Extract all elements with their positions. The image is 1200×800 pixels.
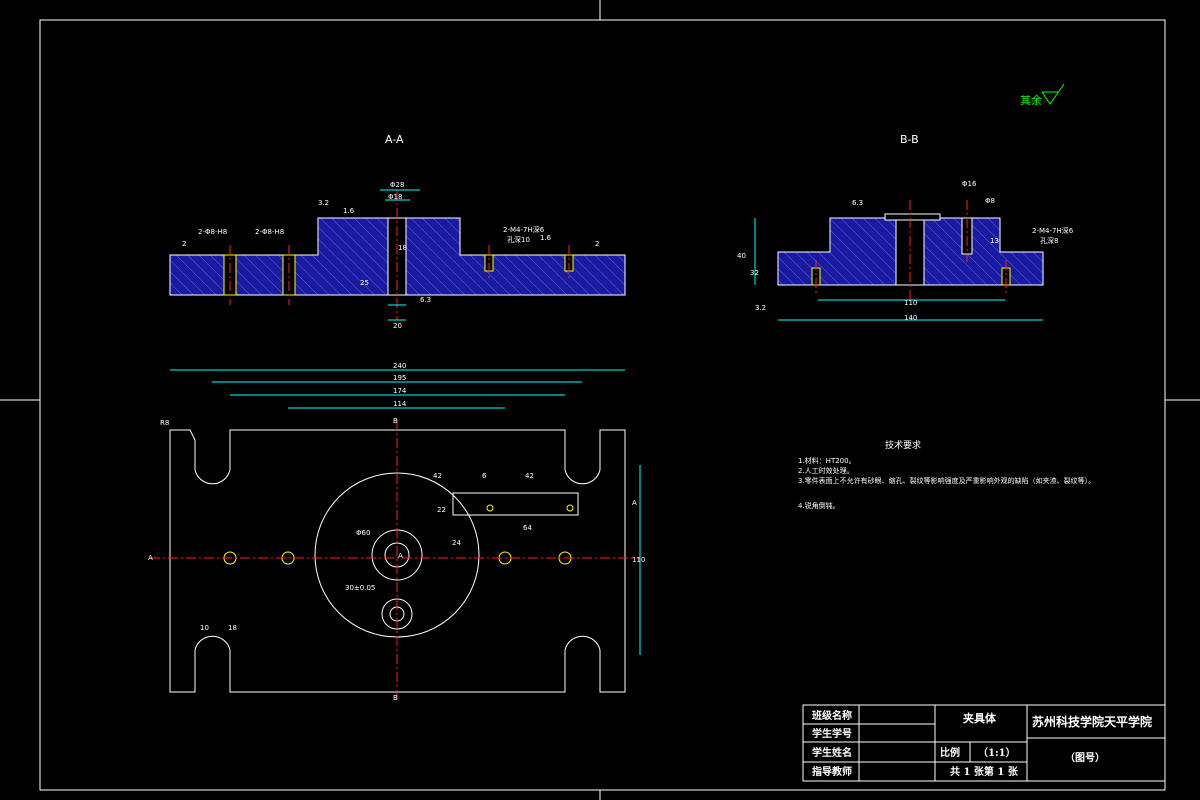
tech-item-3: 3.零件表面上不允许有砂眼、缩孔、裂纹等影响强度及严重影响外观的缺陷（如夹渣、裂… [798,476,1095,485]
dim-d140: 140 [904,314,917,322]
section-a-a: A-A Φ28 Φ18 3.2 1.6 1.6 6.3 2-Φ8-H8 2-Φ8… [169,133,626,330]
dim-phi16: Φ16 [962,180,977,188]
marker-b-bottom: B [393,694,398,702]
dim-d24: 24 [452,539,461,547]
dim-phi8: Φ8 [985,197,995,205]
dim-d32: 32 [750,269,759,277]
label-instructor: 指导教师 [812,765,852,778]
marker-a-left: A [148,554,153,562]
dim-d174: 174 [393,387,407,395]
roughness-label: 其余 [1020,93,1042,107]
tech-item-2: 2.人工时效处理。 [798,466,854,475]
dim-r63: 6.3 [420,296,431,304]
plan-view: 240 195 174 114 42 42 6 64 22 24 110 Φ60… [148,362,645,702]
scale-value: （1:1） [978,746,1016,759]
school-name: 苏州科技学院天平学院 [1032,714,1152,729]
dim-r32: 3.2 [318,199,329,207]
dim-thread2: 孔深8 [1040,236,1058,245]
section-b-label: B-B [900,133,919,146]
dim-d20: 20 [393,322,402,330]
dim-thread: 2-M4-7H深6 [1032,226,1074,235]
dim-d110: 110 [904,299,917,307]
dim-r63: 6.3 [852,199,863,207]
dim-d18: 18 [398,244,407,252]
dim-d30: 30±0.05 [345,584,375,592]
part-name: 夹具体 [963,711,997,725]
section-b-b: B-B Φ16 Φ8 6.3 2-M4-7H深6 孔深8 110 140 40 … [737,133,1074,322]
dim-hole1: 2-Φ8-H8 [198,228,227,236]
dim-phi28: Φ28 [390,181,404,189]
dim-d13: 13 [990,237,999,245]
dim-d25: 25 [360,279,369,287]
dim-d18: 18 [228,624,237,632]
tech-item-1: 1.材料：HT200。 [798,456,856,465]
sheet-count: 共 1 张第 1 张 [950,765,1019,778]
dim-phi60: Φ60 [356,529,370,537]
dim-d10: 10 [200,624,209,632]
roughness-note: 其余 [1020,83,1065,107]
dim-d195: 195 [393,374,406,382]
section-a-label: A-A [385,133,404,146]
label-student-id: 学生学号 [812,727,852,740]
dim-phi18: Φ18 [388,193,402,201]
dim-d64: 64 [523,524,532,532]
dim-r16a: 1.6 [343,207,355,215]
dim-d22: 22 [437,506,446,514]
dim-thread2: 孔深10 [507,235,530,244]
label-class: 班级名称 [812,709,852,722]
tech-title: 技术要求 [885,439,921,451]
marker-a-center: A [398,552,403,560]
technical-requirements: 技术要求 1.材料：HT200。 2.人工时效处理。 3.零件表面上不允许有砂眼… [798,439,1095,510]
dim-d114: 114 [393,400,407,408]
tech-item-4: 4.锐角倒钝。 [798,501,840,510]
dim-r8: R8 [160,419,169,427]
dim-d2a: 2 [182,240,186,248]
drawing-number: （图号） [1065,751,1105,764]
label-student-name: 学生姓名 [812,746,852,759]
dim-d6: 6 [482,472,487,480]
title-block: 班级名称 学生学号 学生姓名 指导教师 夹具体 苏州科技学院天平学院 比例 （1… [802,704,1166,782]
dim-hole2: 2-Φ8-H8 [255,228,284,236]
marker-b-top: B [393,417,398,425]
dim-thread: 2-M4-7H深6 [503,225,545,234]
dim-d42b: 42 [525,472,534,480]
dim-d40: 40 [737,252,746,260]
scale-label: 比例 [940,746,960,759]
dim-r32: 3.2 [755,304,766,312]
dim-d240: 240 [393,362,406,370]
marker-a-right: A [632,499,637,507]
dim-r16b: 1.6 [540,234,552,242]
dim-d110: 110 [632,556,645,564]
dim-d2b: 2 [595,240,599,248]
dim-d42a: 42 [433,472,442,480]
